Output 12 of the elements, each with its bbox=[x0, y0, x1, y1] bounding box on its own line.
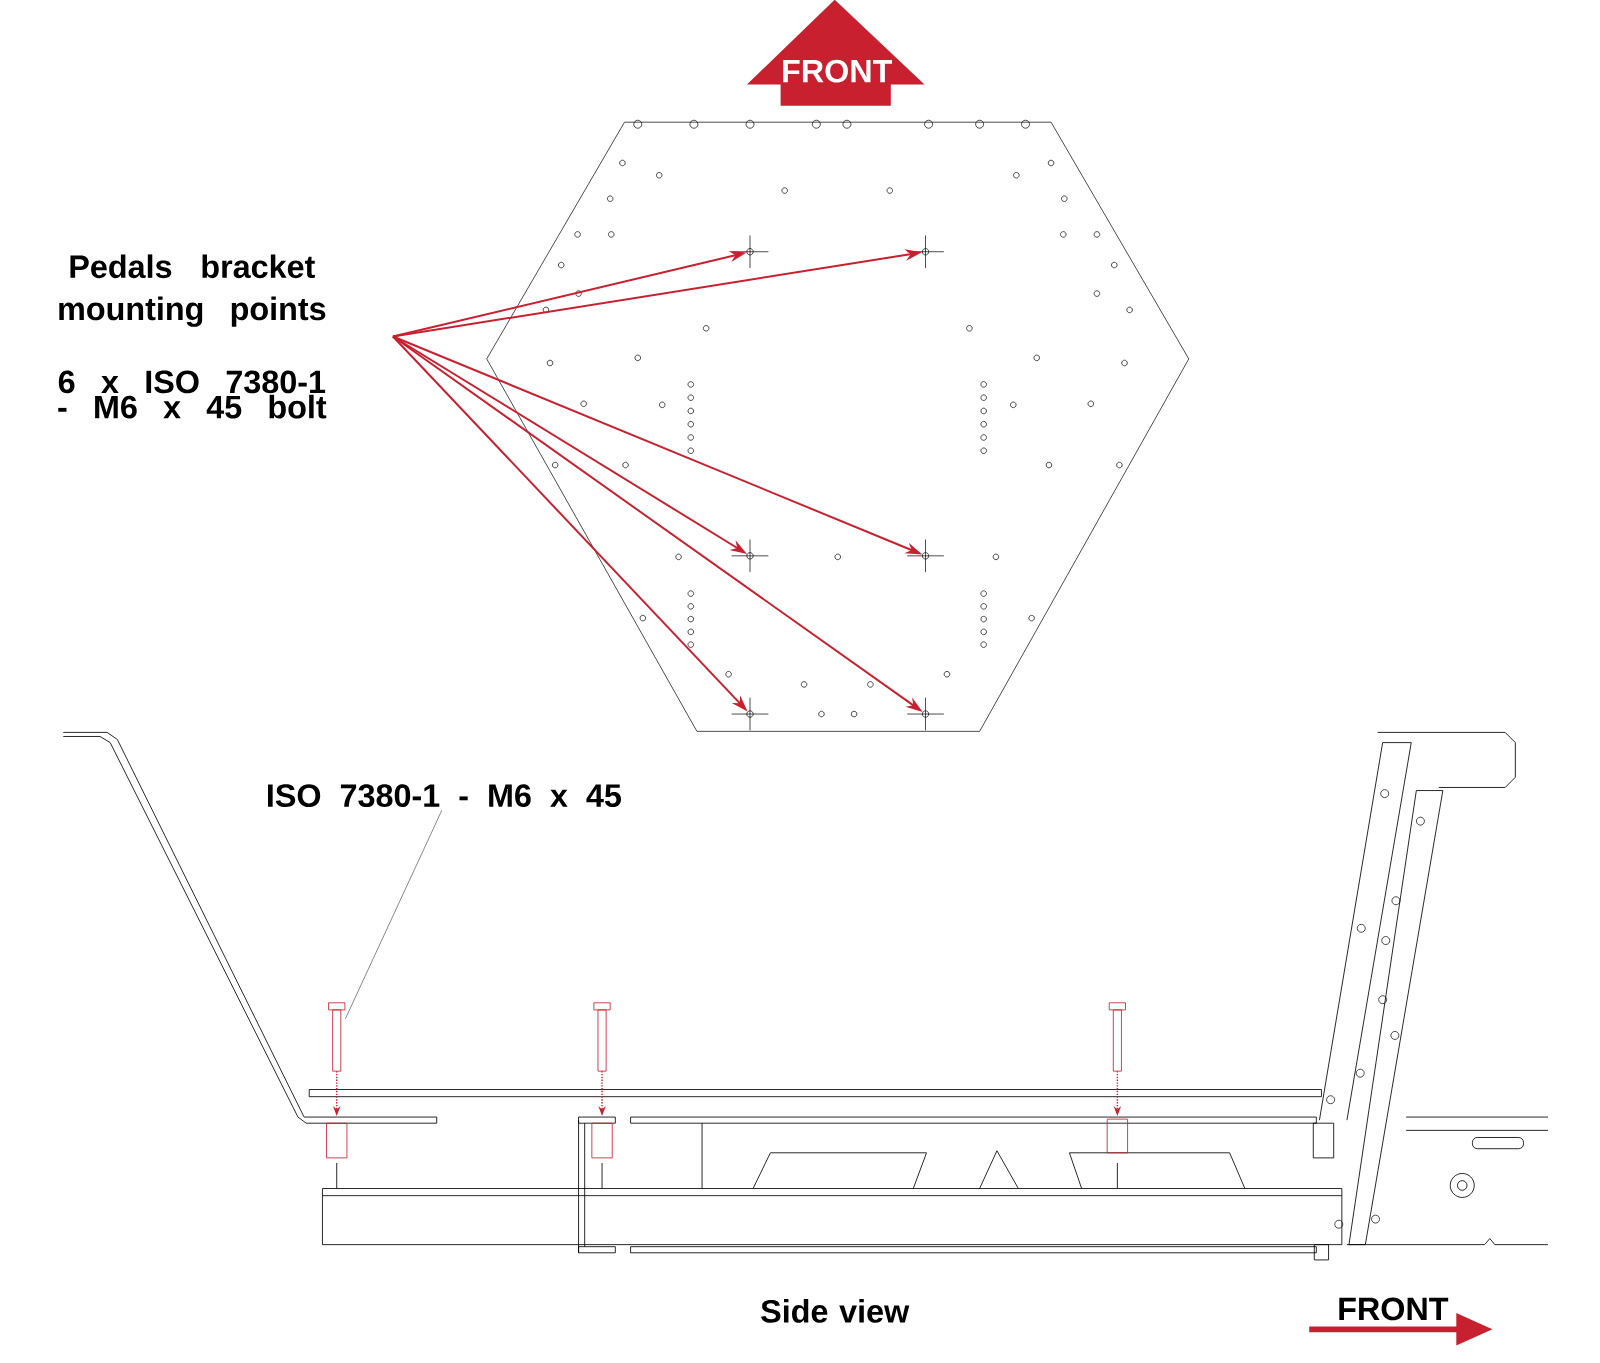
caption-text: Side view bbox=[761, 1299, 910, 1323]
mounting-point bbox=[746, 248, 754, 256]
mounting-point bbox=[746, 552, 754, 560]
note-text: ISO 7380-1 - M6 x 45 bbox=[268, 784, 621, 808]
mounting-point bbox=[922, 710, 930, 718]
direction-label: FRONT bbox=[1339, 1297, 1449, 1321]
mounting-point bbox=[922, 552, 930, 560]
note-text: Pedals bracket mounting points 6 x ISO 7380-1 - M6 x 45 bolt bbox=[58, 254, 327, 419]
mounting-point bbox=[746, 710, 754, 718]
leader-line bbox=[345, 809, 443, 1020]
mounting-point bbox=[922, 248, 930, 256]
bolt bbox=[328, 1002, 346, 1072]
